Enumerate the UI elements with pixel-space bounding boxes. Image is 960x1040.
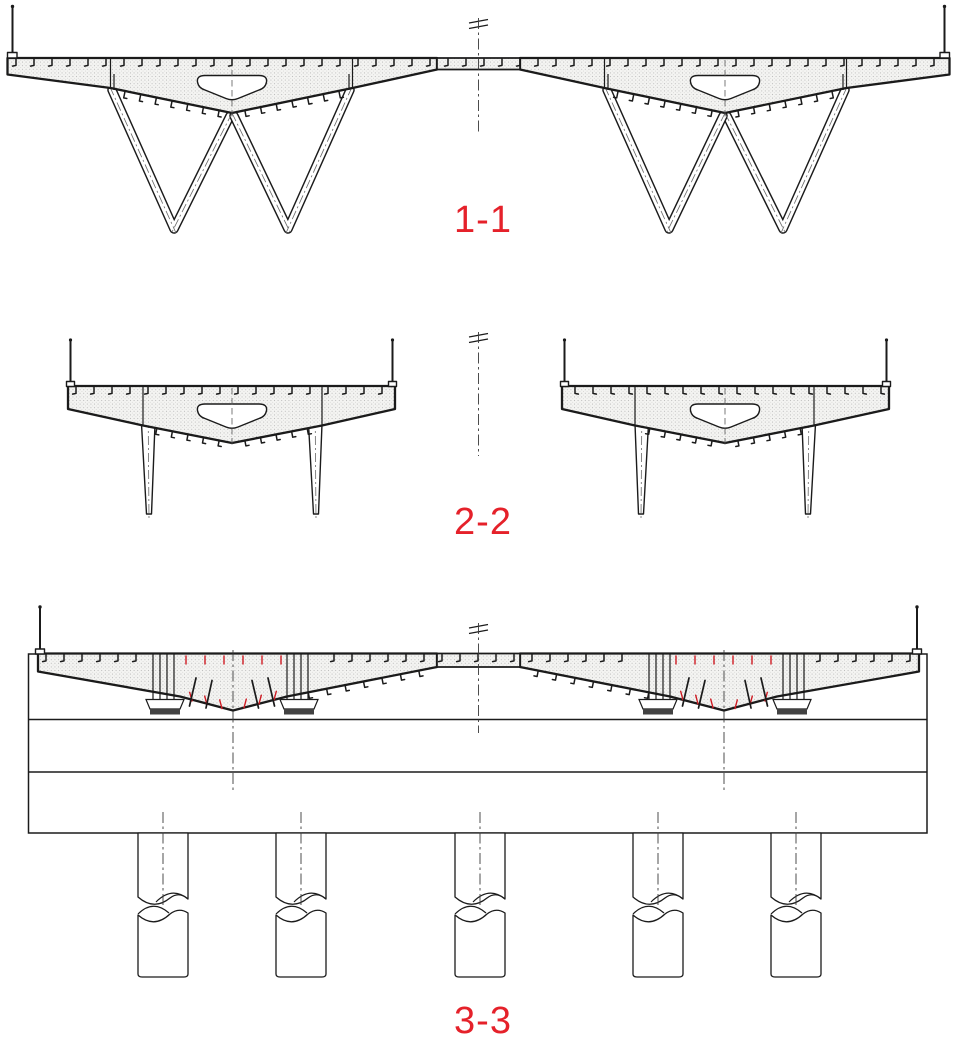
bearing-pad	[150, 709, 180, 715]
bottom-rebar-hooks	[307, 669, 424, 700]
section-1-1-view	[6, 4, 950, 234]
section-3-3-view	[27, 604, 928, 978]
dowel-bars	[113, 74, 350, 90]
bottom-rebar-hooks	[154, 427, 222, 448]
bottom-rebar-hooks	[244, 91, 345, 118]
post-base	[387, 380, 398, 388]
section-2-2-label: 2-2	[454, 501, 512, 543]
foundation-piles	[137, 812, 822, 978]
bottom-rebar-hooks	[244, 427, 313, 447]
deck-opening	[196, 74, 268, 101]
post-base	[34, 648, 46, 655]
rebar-ticks-top	[185, 655, 282, 665]
bearing-stiffeners	[152, 653, 309, 700]
post-base	[6, 51, 18, 59]
section-1-1-label: 1-1	[454, 199, 512, 241]
deck-with-columns	[65, 338, 398, 520]
shear-stud-row	[11, 58, 935, 67]
shear-stud-row	[41, 653, 911, 663]
girder-elevation	[34, 605, 439, 791]
bearing-plinth	[145, 698, 185, 710]
deck-with-v-struts	[6, 4, 439, 234]
bearing-pad	[284, 709, 314, 715]
haunch-lines	[142, 386, 323, 426]
section-3-3-label: 3-3	[454, 1000, 512, 1040]
wall-band-lines	[28, 718, 927, 773]
shear-stud-row	[71, 386, 383, 395]
strut-centerlines	[109, 86, 353, 234]
bottom-rebar-hooks	[122, 91, 222, 118]
section-2-2-view	[65, 332, 892, 521]
deck-opening	[196, 403, 268, 429]
inclined-rebar	[188, 677, 276, 709]
bearing-plinth	[279, 698, 319, 710]
post-base	[65, 380, 76, 388]
haunch-lines	[109, 58, 354, 88]
